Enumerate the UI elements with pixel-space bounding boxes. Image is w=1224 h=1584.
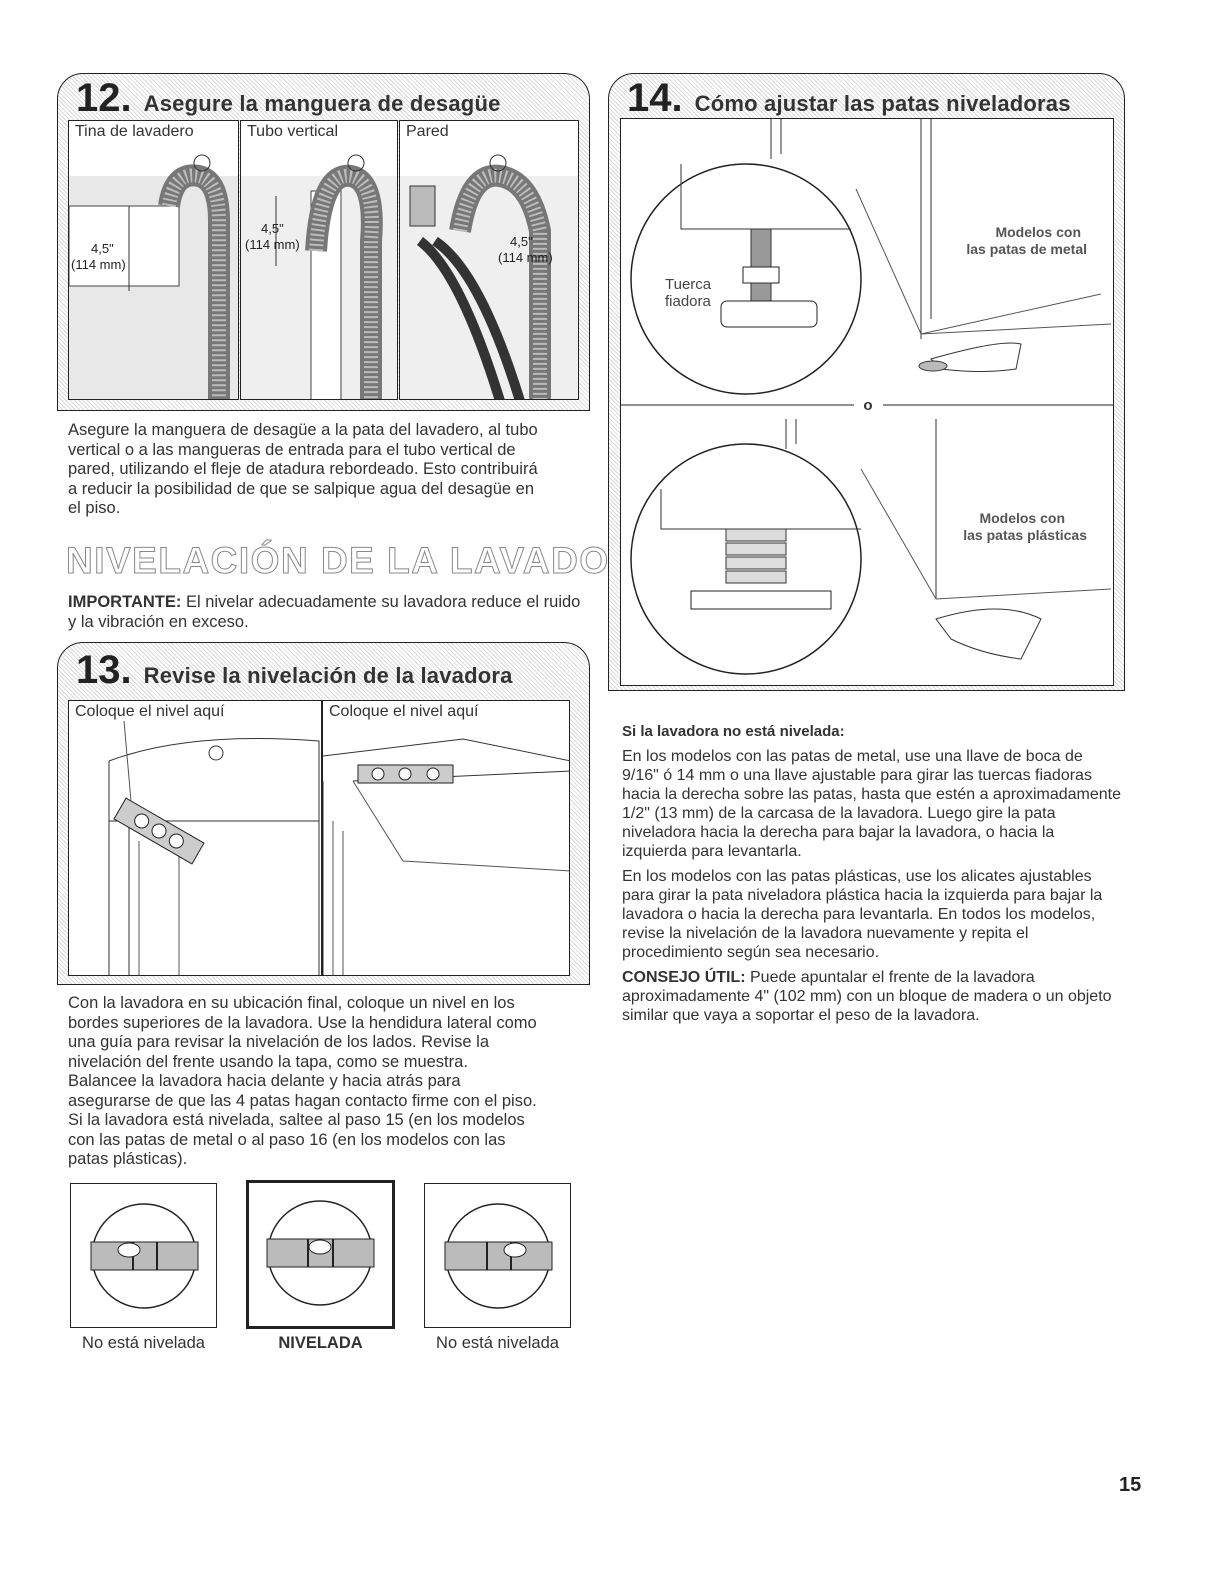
step-13-title: Revise la nivelación de la lavadora <box>143 663 513 688</box>
panel-label-laundry-tub: Tina de lavadero <box>75 123 194 140</box>
panel-side-level: Coloque el nivel aquí <box>68 700 322 976</box>
panel-front-level: Coloque el nivel aquí <box>322 700 570 976</box>
spring-foot-icon <box>690 528 832 610</box>
panel-laundry-tub: Tina de lavadero 4,5" (114 mm) <box>68 120 239 400</box>
or-divider: o <box>863 397 872 414</box>
page-number: 15 <box>1119 1474 1142 1496</box>
caption-level: NIVELADA <box>278 1334 363 1352</box>
side-level-illustration <box>108 720 320 975</box>
step-12-text: Asegure la manguera de desagüe a la pata… <box>68 421 538 517</box>
laundry-tub-illustration: 4,5" (114 mm) <box>69 154 238 399</box>
metal-models-2: las patas de metal <box>966 241 1087 257</box>
panel-leveling-feet: Tuerca fiadora Modelos con las patas de … <box>620 118 1114 686</box>
panel-standpipe: Tubo vertical 4,5" (114 mm) <box>240 120 398 400</box>
panel-label-standpipe: Tubo vertical <box>247 123 338 140</box>
tip-label: CONSEJO ÚTIL: <box>622 969 746 986</box>
wall-illustration: 4,5" (114 mm) <box>400 154 578 399</box>
dim-a-wall: 4,5" <box>510 234 533 249</box>
metal-models-1: Modelos con <box>995 224 1081 240</box>
step-14-header: 14. Cómo ajustar las patas niveladoras <box>611 76 1116 120</box>
dim-b-standpipe: (114 mm) <box>245 237 300 252</box>
bubble-centered-icon <box>266 1200 375 1306</box>
panel-wall: Pared 4,5" (114 mm) <box>399 120 579 400</box>
dim-b-wall: (114 mm) <box>498 250 553 265</box>
panel-label-side: Coloque el nivel aquí <box>75 703 225 720</box>
step-13-text: Con la lavadora en su ubicación final, c… <box>68 994 537 1168</box>
not-level-para-1: En los modelos con las patas de metal, u… <box>622 748 1121 860</box>
important-note: IMPORTANTE: El nivelar adecuadamente su … <box>68 593 588 632</box>
standpipe-illustration: 4,5" (114 mm) <box>241 154 397 399</box>
step-14-number: 14. <box>627 76 683 120</box>
important-text: El nivelar adecuadamente su lavadora red… <box>68 593 581 631</box>
not-level-heading: Si la lavadora no está nivelada: <box>622 723 845 740</box>
step-12-number: 12. <box>76 76 132 120</box>
tip-text: Puede apuntalar el frente de la lavadora… <box>622 969 1112 1024</box>
panel-label-front: Coloque el nivel aquí <box>329 703 479 720</box>
dim-b-tub: (114 mm) <box>71 257 126 272</box>
step-12-header: 12. Asegure la manguera de desagüe <box>60 76 580 120</box>
plastic-models-1: Modelos con <box>979 510 1065 526</box>
panel-label-wall: Pared <box>406 123 449 140</box>
plastic-models-2: las patas plásticas <box>963 527 1087 543</box>
front-level-illustration <box>323 738 569 975</box>
level-diagram-left <box>70 1183 217 1328</box>
bubble-off-left-icon <box>90 1203 199 1309</box>
dim-a-standpipe: 4,5" <box>261 221 284 236</box>
leveling-heading: NIVELACIÓN DE LA LAVADORA <box>65 540 667 582</box>
nut-label-1: Tuerca <box>665 276 712 293</box>
step-12-title: Asegure la manguera de desagüe <box>143 91 501 116</box>
level-diagram-right <box>424 1183 571 1328</box>
dim-a-tub: 4,5" <box>91 241 114 256</box>
important-label: IMPORTANTE: <box>68 593 182 611</box>
step-13-header: 13. Revise la nivelación de la lavadora <box>60 648 580 692</box>
bubble-off-right-icon <box>444 1203 553 1309</box>
nut-label-2: fiadora <box>665 293 712 310</box>
step-14-title: Cómo ajustar las patas niveladoras <box>694 91 1071 116</box>
caption-not-level-left: No está nivelada <box>82 1334 205 1352</box>
level-diagram-center <box>246 1180 395 1329</box>
leveling-feet-illustration: Tuerca fiadora Modelos con las patas de … <box>621 119 1113 675</box>
not-level-para-2: En los modelos con las patas plásticas, … <box>622 868 1103 961</box>
not-level-section: Si la lavadora no está nivelada: En los … <box>622 722 1122 1031</box>
caption-not-level-right: No está nivelada <box>436 1334 559 1352</box>
step-13-number: 13. <box>76 648 132 692</box>
tip-paragraph: CONSEJO ÚTIL: Puede apuntalar el frente … <box>622 968 1122 1025</box>
